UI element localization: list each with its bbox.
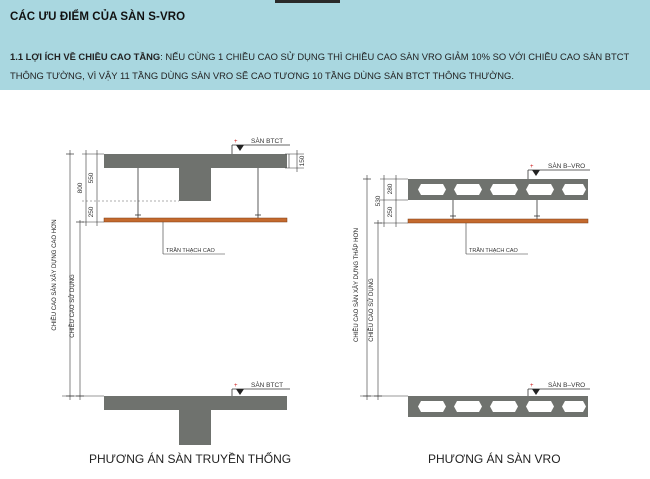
dim-250-left: 250	[88, 206, 95, 217]
banner-notch	[275, 0, 340, 3]
ceiling-label-right: TRẦN THẠCH CAO	[469, 247, 519, 254]
caption-vro: PHƯƠNG ÁN SÀN VRO	[428, 452, 561, 466]
concrete-beam-bottom-left	[179, 409, 211, 445]
slab-label-top-right: SÀN B–VRO	[548, 161, 585, 170]
svg-text:+: +	[234, 383, 238, 389]
ceiling-label-left: TRẦN THẠCH CAO	[166, 247, 216, 254]
header-banner	[0, 0, 650, 90]
concrete-slab-bottom-left	[104, 396, 287, 410]
dim-550: 550	[88, 172, 95, 183]
right-diagram: + SÀN B–VRO TRẦN THẠCH CAO 530 280 250	[353, 161, 590, 417]
dim-150: 150	[299, 155, 306, 166]
dim-250-right: 250	[387, 206, 394, 217]
level-marker-bottom-right: + SÀN B–VRO	[527, 380, 590, 396]
svg-text:+: +	[530, 164, 534, 170]
height-building-left: CHIỀU CAO SÀN XÂY DỰNG CAO HƠN	[51, 219, 58, 330]
caption-traditional: PHƯƠNG ÁN SÀN TRUYỀN THỐNG	[89, 452, 292, 466]
svg-text:+: +	[234, 139, 238, 145]
page-title: CÁC ƯU ĐIỂM CỦA SÀN S-VRO	[10, 11, 186, 23]
concrete-slab-top-left	[104, 154, 287, 168]
slab-label-bottom-left: SÀN BTCT	[251, 380, 283, 389]
svg-text:+: +	[530, 383, 534, 389]
benefit-paragraph: 1.1 LỢI ÍCH VỀ CHIỀU CAO TẦNG: NẾU CÙNG …	[10, 47, 640, 85]
benefit-heading: 1.1 LỢI ÍCH VỀ CHIỀU CAO TẦNG	[10, 51, 161, 62]
dim-280: 280	[387, 183, 394, 194]
concrete-beam-top-left	[179, 167, 211, 201]
level-marker-top-right: + SÀN B–VRO	[527, 161, 590, 179]
height-use-left: CHIỀU CAO SỬ DỤNG	[69, 274, 76, 338]
gypsum-ceiling-right	[407, 218, 589, 224]
left-diagram: + SÀN BTCT TRẦN THẠCH CAO 150 800 550 25…	[51, 136, 306, 445]
dim-530: 530	[375, 195, 382, 206]
dim-800: 800	[77, 182, 84, 193]
level-marker-bottom-left: + SÀN BTCT	[231, 380, 290, 396]
slab-label-top-left: SÀN BTCT	[251, 136, 283, 145]
benefit-text: : NẾU CÙNG 1 CHIỀU CAO SỬ DỤNG THÌ CHIỀU…	[10, 51, 630, 81]
height-use-right: CHIỀU CAO SỬ DỤNG	[368, 278, 375, 342]
level-marker-top-left: + SÀN BTCT	[231, 136, 290, 154]
slab-label-bottom-right: SÀN B–VRO	[548, 380, 585, 389]
gypsum-ceiling-left	[103, 217, 288, 223]
height-building-right: CHIỀU CAO SÀN XÂY DỰNG THẤP HƠN	[353, 228, 360, 342]
